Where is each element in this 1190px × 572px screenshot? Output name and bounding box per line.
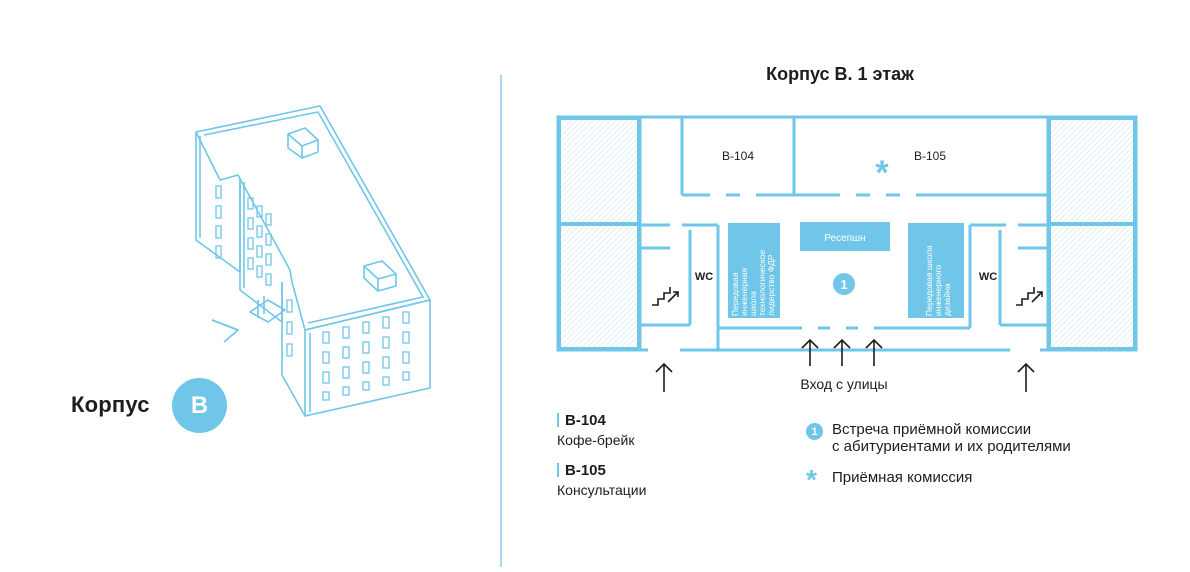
legend-bar: [557, 413, 559, 427]
entrance-arrows: [655, 338, 1035, 392]
legend-room-description: Консультации: [557, 482, 647, 498]
wc-left-label: WC: [695, 271, 713, 283]
school-right-line: дизайна: [942, 283, 952, 316]
school-left-block: [728, 223, 780, 318]
school-right-label: Передовая школа инженерного дизайна: [924, 245, 952, 316]
legend-room-code: B-104: [565, 412, 606, 429]
stairs-left-icon: [652, 287, 679, 306]
admissions-asterisk-icon: *: [875, 154, 889, 192]
building-label: Корпус: [71, 392, 150, 417]
legend-meeting-line: с абитуриентами и их родителями: [832, 438, 1071, 455]
reception-label: Ресепшн: [824, 233, 865, 244]
entrance-label: Вход с улицы: [800, 376, 887, 392]
arrow-up-icon: [865, 338, 883, 366]
legend-bar: [557, 463, 559, 477]
arrow-up-icon: [655, 362, 673, 392]
arrow-up-icon: [833, 338, 851, 366]
school-left-line: лидерство ФДР: [766, 254, 776, 316]
floor-plan: 1 * B-104 B-105 Ресепшн WC WC Передовая …: [556, 115, 1138, 392]
arrow-up-icon: [801, 338, 819, 366]
legend-asterisk-icon: *: [806, 464, 817, 495]
legend-admissions-text: Приёмная комиссия: [832, 469, 973, 486]
building-letter-badge: B: [172, 378, 227, 433]
legend-room-b105: B-105 Консультации: [557, 462, 646, 498]
school-right-block: [908, 223, 964, 318]
reception-block: [800, 222, 890, 251]
legend-meeting-marker: 1: [806, 423, 823, 440]
floor-plan-title: Корпус B. 1 этаж: [766, 64, 914, 84]
school-left-line: Передовая: [730, 272, 740, 316]
legend-meeting-line: Встреча приёмной комиссии: [832, 421, 1032, 438]
school-right-line: инженерного: [933, 265, 943, 316]
room-b105-label: B-105: [914, 149, 946, 163]
legend-meeting-text: Встреча приёмной комиссии с абитуриентам…: [832, 421, 1071, 455]
school-left-line: инженерная: [739, 268, 749, 316]
room-b104-label: B-104: [722, 149, 754, 163]
hatched-block: [559, 224, 639, 349]
outer-wall: [556, 115, 1138, 352]
building-isometric-drawing: [195, 105, 431, 417]
hatched-block: [1049, 224, 1135, 349]
hatched-block: [559, 118, 639, 224]
arrow-up-icon: [1017, 362, 1035, 392]
hatched-blocks: [559, 118, 1135, 349]
panel-divider: [500, 75, 502, 567]
stairs-right-icon: [1016, 287, 1043, 306]
legend-room-code: B-105: [565, 462, 606, 479]
school-left-line: технологическое: [757, 250, 767, 316]
school-left-line: школа: [748, 291, 758, 316]
hatched-block: [1049, 118, 1135, 224]
meeting-marker-number: 1: [840, 277, 847, 292]
wc-right-label: WC: [979, 271, 997, 283]
building-overview: [0, 0, 500, 567]
school-left-label: Передовая инженерная школа технологическ…: [730, 250, 776, 316]
meeting-marker: [833, 273, 855, 295]
legend-room-description: Кофе-брейк: [557, 432, 635, 448]
legend-room-b104: B-104 Кофе-брейк: [557, 412, 634, 448]
school-right-line: Передовая школа: [924, 245, 934, 316]
